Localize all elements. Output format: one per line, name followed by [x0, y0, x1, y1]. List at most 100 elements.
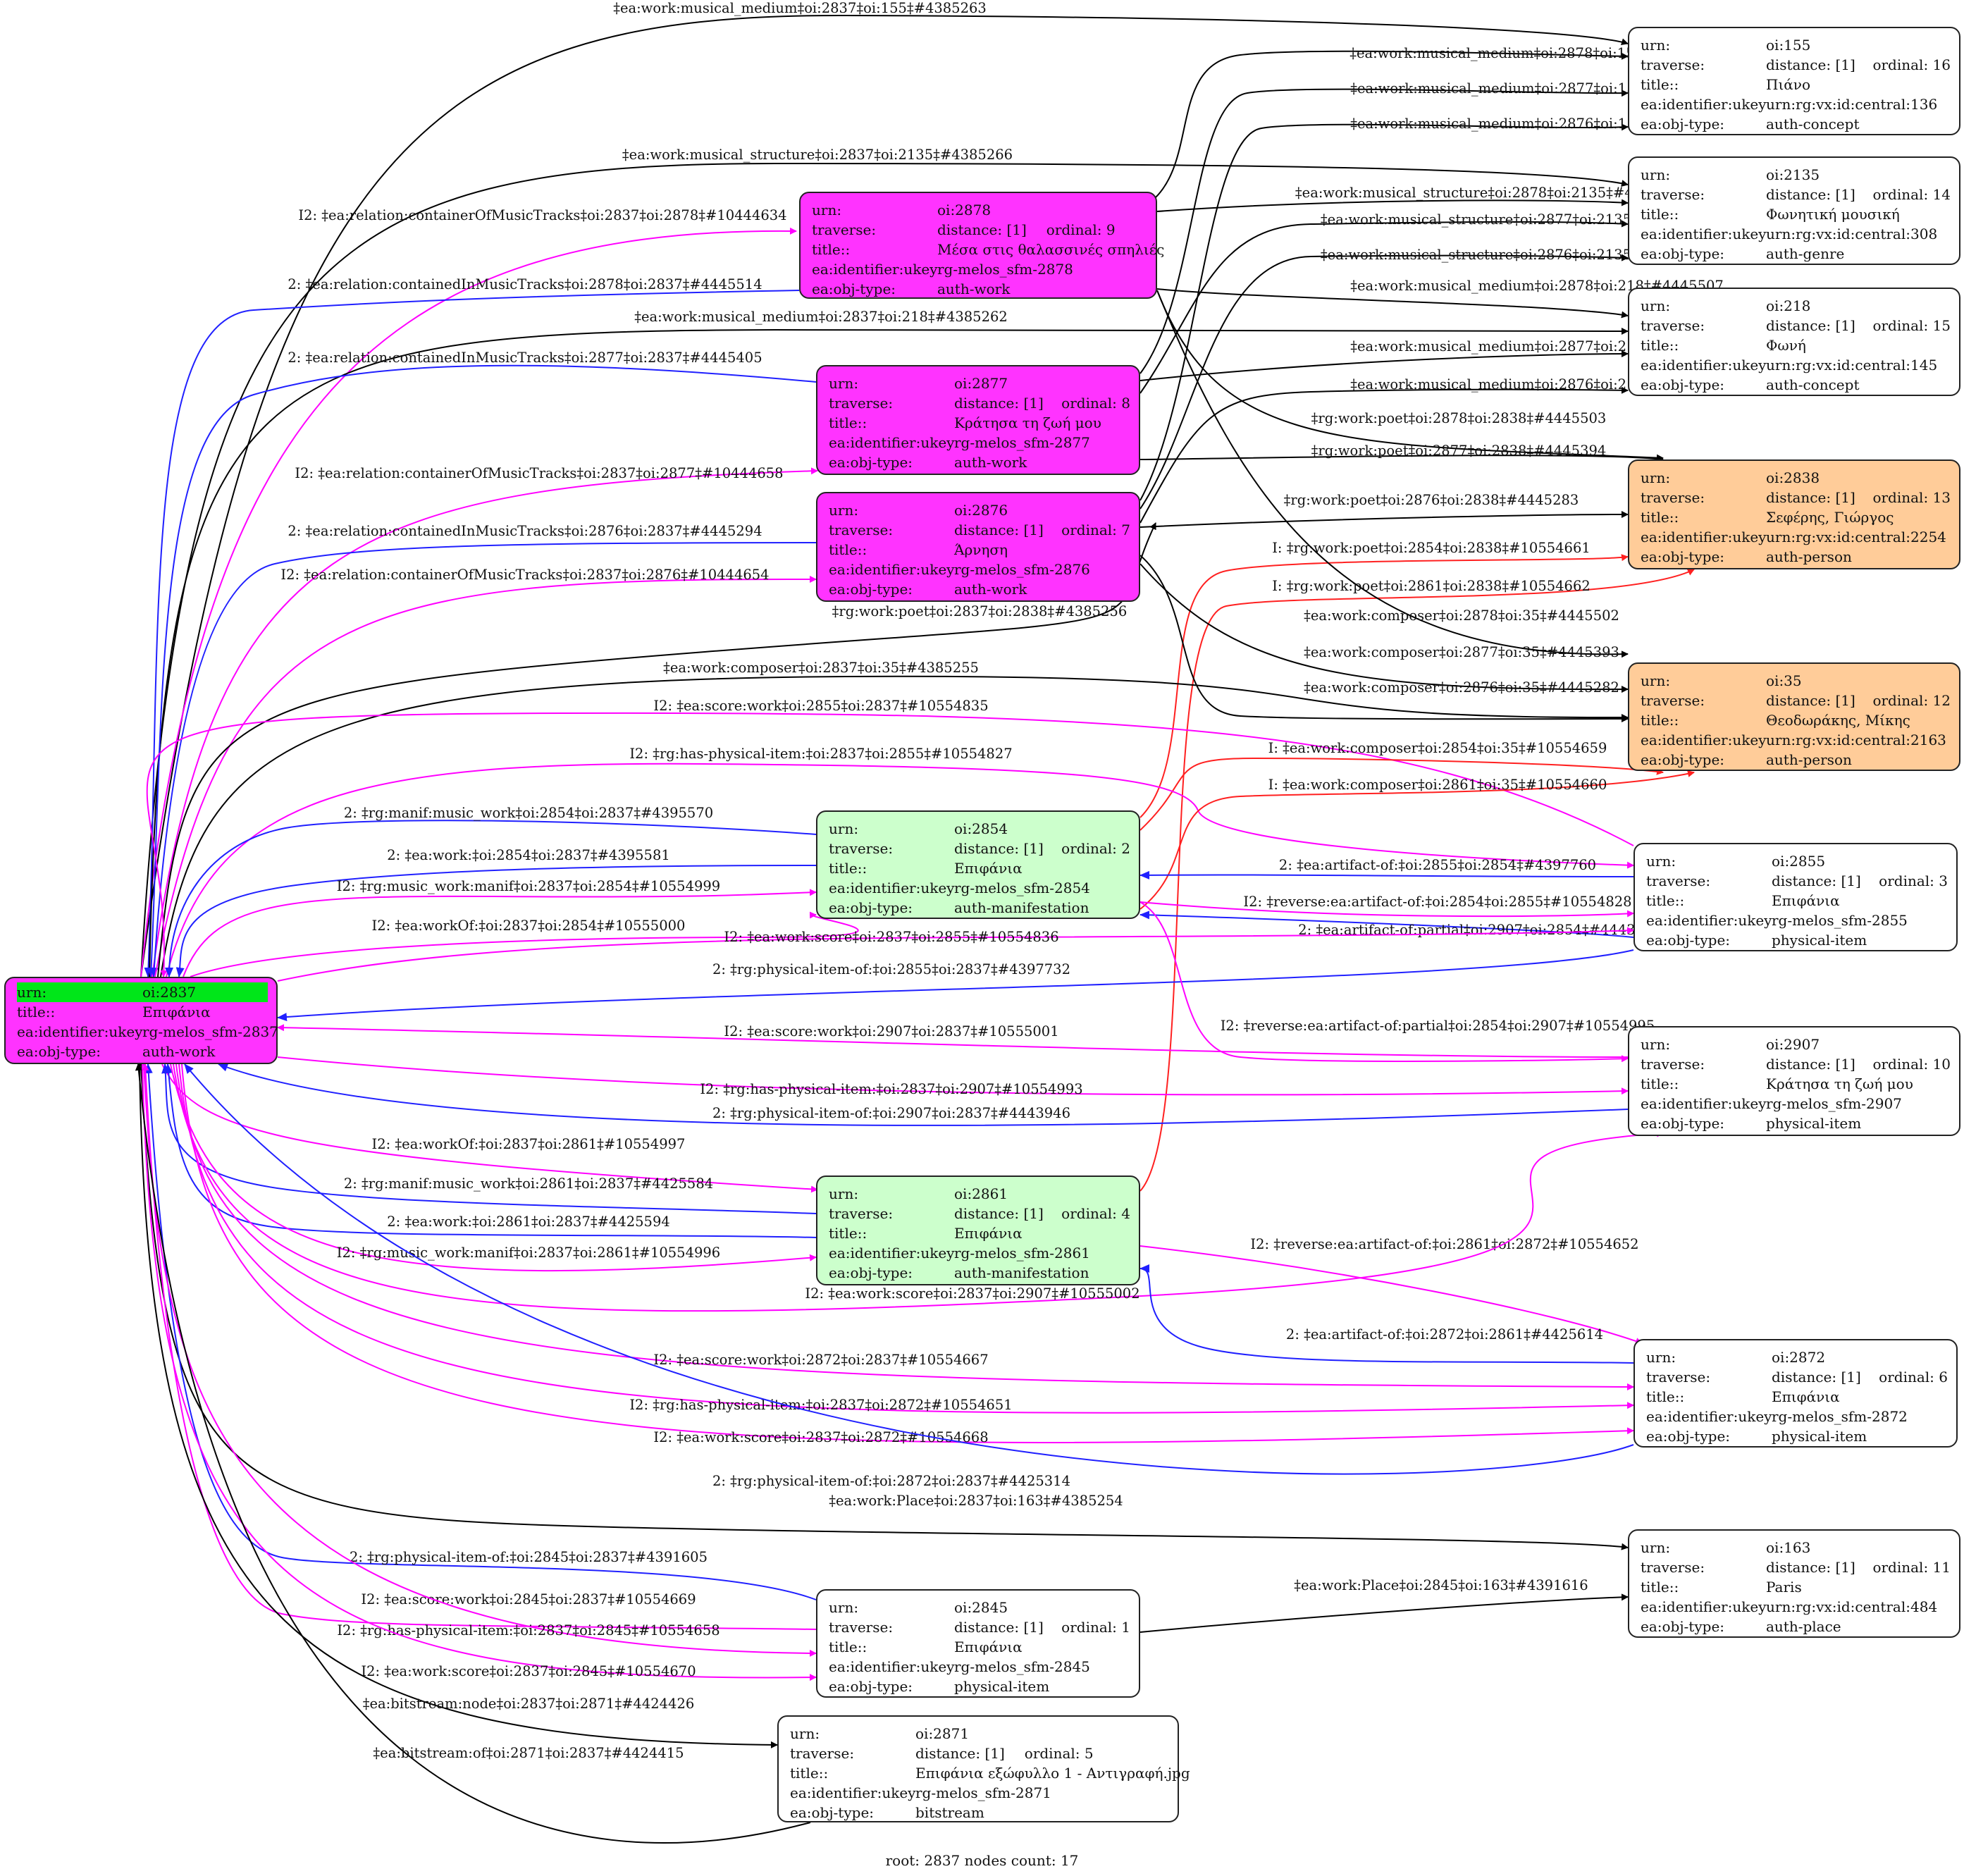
edge-label: I2: ‡ea:work:score‡oi:2837‡oi:2845‡#1055…	[361, 1663, 696, 1679]
edge-line	[142, 1063, 817, 1630]
node-row: urn:oi:2845	[829, 1598, 1130, 1617]
node-row: urn:oi:2907	[1641, 1035, 1951, 1054]
node-field-value: oi:2861	[954, 1185, 1008, 1202]
edge-label: I: ‡ea:work:composer‡oi:2854‡oi:35‡#1055…	[1268, 740, 1607, 756]
node-field-value: oi:2878	[937, 202, 992, 218]
node-field-key: ea:obj-type:	[1646, 932, 1731, 949]
node-field-key: traverse:	[1641, 1559, 1705, 1576]
node-row: ea:obj-type:physical-item	[829, 1677, 1130, 1696]
node-field-key: ea:obj-type:	[1641, 548, 1725, 565]
node-row: ea:obj-type:auth-genre	[1641, 244, 1951, 264]
node-field-key: ea:obj-type:	[1641, 1115, 1725, 1132]
node-field-value: rg-melos_sfm-2861	[954, 1245, 1090, 1261]
edge-line	[277, 949, 1634, 1022]
node-field-value: Μέσα στις θαλασσινές σπηλιές	[937, 241, 1165, 258]
edge-label: 2: ‡ea:relation:containedInMusicTracks‡o…	[288, 350, 762, 366]
edge-label: I2: ‡reverse:ea:artifact-of:‡oi:2854‡oi:…	[1243, 894, 1631, 910]
node-field-ordinal: ordinal: 8	[1061, 395, 1130, 412]
node-row: urn:oi:2837	[17, 982, 268, 1002]
node-field-key: ea:identifier:ukey	[1646, 1408, 1772, 1425]
edge-line	[175, 1063, 1634, 1390]
node-row: ea:obj-type:auth-person	[1641, 547, 1951, 567]
node-field-value: Φωνή	[1766, 337, 1806, 354]
node-row: urn:oi:2876	[829, 500, 1130, 520]
edge-label: I2: ‡rg:has-physical-item:‡oi:2837‡oi:28…	[629, 1397, 1012, 1413]
node-field-key: traverse:	[1646, 872, 1711, 889]
node-field-value: Κράτησα τη ζωή μου	[954, 414, 1101, 431]
edge-label: I2: ‡ea:work:score‡oi:2837‡oi:2907‡#1055…	[805, 1285, 1140, 1302]
edge-line	[1140, 911, 1634, 938]
node-field-key: ea:obj-type:	[829, 899, 913, 916]
node-field-value: rg-melos_sfm-2837	[142, 1023, 278, 1040]
edge-line	[1156, 288, 1629, 319]
node-field-value: auth-place	[1766, 1618, 1841, 1635]
node-field-value: distance: [1]	[1772, 1369, 1861, 1386]
edge-line	[1140, 569, 1695, 1192]
edge-line	[1155, 50, 1629, 198]
node-field-ordinal: ordinal: 5	[1024, 1745, 1094, 1762]
edge-label: 2: ‡rg:physical-item-of:‡oi:2872‡oi:2837…	[712, 1473, 1070, 1489]
edge-label: 2: ‡rg:physical-item-of:‡oi:2855‡oi:2837…	[712, 961, 1070, 977]
edge-label: I2: ‡ea:score:work‡oi:2907‡oi:2837‡#1055…	[724, 1023, 1058, 1039]
node-field-key: ea:identifier:ukey	[1641, 226, 1767, 242]
edge-line	[147, 364, 817, 977]
node-row: title::Επιφάνια	[17, 1002, 268, 1022]
node-field-key: title::	[1641, 712, 1679, 729]
node-row: urn:oi:218	[1641, 296, 1951, 316]
node-field-key: ea:identifier:ukey	[1641, 1095, 1767, 1112]
node-field-key: title::	[829, 414, 867, 431]
node-field-value: distance: [1]	[954, 1205, 1044, 1222]
node-field-key: ea:obj-type:	[1641, 751, 1725, 768]
node-field-value: physical-item	[954, 1678, 1050, 1695]
node-field-key: ea:obj-type:	[1641, 1618, 1725, 1635]
node-field-key: title::	[1641, 206, 1679, 223]
edge-line	[1140, 901, 1629, 1063]
edge-line	[1140, 901, 1634, 918]
node-field-value: Πιάνο	[1766, 76, 1810, 93]
node-row: traverse:distance: [1]ordinal: 14	[1641, 185, 1951, 204]
node-field-key: ea:identifier:ukey	[829, 1658, 955, 1675]
node-row: ea:obj-type:auth-manifestation	[829, 1263, 1130, 1283]
node-field-value: Επιφάνια εξώφυλλο 1 - Αντιγραφή.jpg	[915, 1765, 1190, 1782]
node-row: urn:oi:2855	[1646, 851, 1948, 871]
node-field-key: title::	[829, 860, 867, 877]
node-row: ea:obj-type:auth-person	[1641, 750, 1951, 770]
node-field-key: urn:	[1641, 37, 1671, 54]
node-field-value: distance: [1]	[954, 522, 1044, 538]
edge-label: I2: ‡ea:work:score‡oi:2837‡oi:2872‡#1055…	[653, 1429, 988, 1445]
node-field-value: rg-melos_sfm-2878	[937, 261, 1073, 278]
node-field-key: urn:	[17, 984, 47, 1001]
node-field-ordinal: ordinal: 11	[1872, 1559, 1951, 1576]
node-field-value: auth-concept	[1766, 116, 1860, 132]
node-field-key: ea:obj-type:	[829, 1264, 913, 1281]
node-field-value: urn:rg:vx:id:central:484	[1766, 1598, 1938, 1615]
node-field-value: Επιφάνια	[1772, 892, 1840, 909]
node-row: traverse:distance: [1]ordinal: 11	[1641, 1557, 1951, 1577]
edge-label: I2: ‡reverse:ea:artifact-of:partial‡oi:2…	[1221, 1018, 1655, 1034]
node-field-value: Άρνηση	[954, 541, 1008, 558]
